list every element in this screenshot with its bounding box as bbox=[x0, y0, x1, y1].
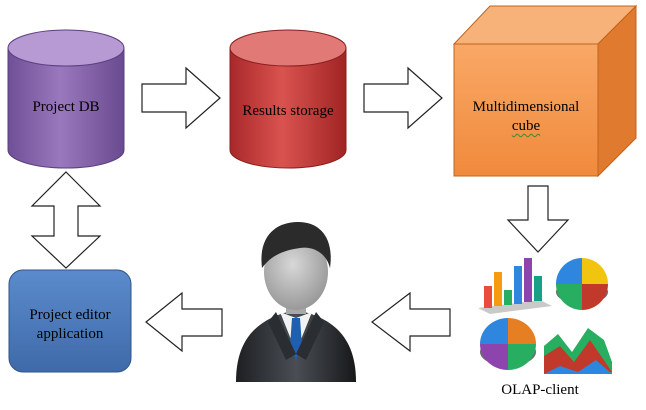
arrow-olap-to-user bbox=[371, 291, 451, 353]
cube-label-line1: Multidimensional bbox=[472, 99, 580, 115]
bar-chart-icon bbox=[478, 258, 552, 314]
project-editor-line2: application bbox=[36, 326, 104, 342]
user-icon bbox=[236, 222, 356, 382]
results-storage-label: Results storage bbox=[242, 103, 334, 119]
project-db-cylinder bbox=[7, 29, 125, 169]
area-chart-icon bbox=[544, 328, 612, 374]
olap-client-label: OLAP-client bbox=[501, 382, 579, 398]
arrow-user-to-editor bbox=[145, 291, 223, 353]
arrow-results-to-cube bbox=[363, 66, 443, 130]
cube-label-line2: cube bbox=[511, 118, 541, 134]
project-editor-line1: Project editor bbox=[29, 307, 111, 323]
results-storage-cylinder bbox=[229, 29, 347, 169]
pie-chart-icon-2 bbox=[480, 318, 536, 370]
project-editor-box bbox=[8, 269, 132, 373]
pie-chart-icon bbox=[556, 258, 608, 310]
cube-label: Multidimensional cube bbox=[456, 98, 596, 136]
arrow-db-editor-bidirectional bbox=[30, 171, 102, 269]
arrow-db-to-results bbox=[141, 66, 221, 130]
project-db-label: Project DB bbox=[32, 99, 100, 115]
project-editor-label: Project editor application bbox=[9, 306, 131, 344]
arrow-cube-to-olap bbox=[506, 185, 570, 253]
multidimensional-cube bbox=[452, 4, 638, 178]
